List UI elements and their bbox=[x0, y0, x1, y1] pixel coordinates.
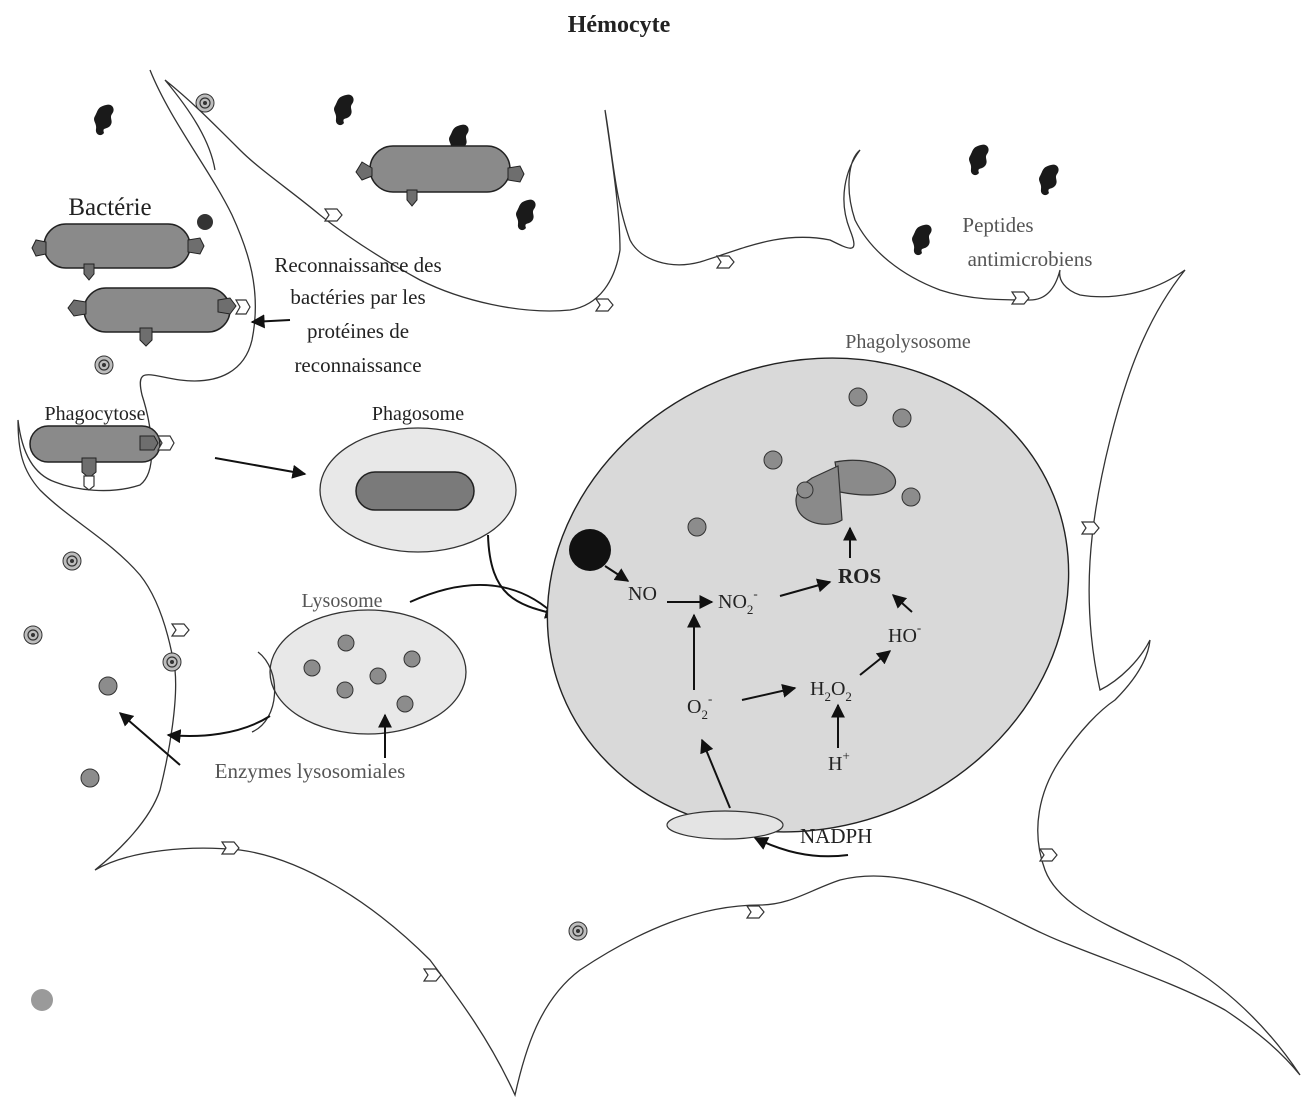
enzyme-icon bbox=[849, 388, 867, 406]
particle-icon bbox=[63, 552, 81, 570]
particle-icon bbox=[569, 922, 587, 940]
enzyme-icon bbox=[902, 488, 920, 506]
phagosome-bacterium bbox=[356, 472, 474, 510]
nadph-label: NADPH bbox=[800, 824, 872, 848]
phagocytosis-arrow bbox=[215, 458, 305, 474]
particle-icon bbox=[95, 356, 113, 374]
recognition-label-2: bactéries par les bbox=[290, 285, 425, 309]
enzyme-icon bbox=[370, 668, 386, 684]
phagocytosis-label: Phagocytose bbox=[44, 403, 145, 425]
lysosome-fusion-line bbox=[410, 585, 558, 618]
peptides-label-2: antimicrobiens bbox=[968, 247, 1093, 271]
particle-icon bbox=[196, 94, 214, 112]
peptide-icon bbox=[912, 225, 932, 255]
enzyme-icon bbox=[338, 635, 354, 651]
diagram-title: Hémocyte bbox=[568, 12, 671, 38]
membrane-receptor-icon bbox=[222, 842, 239, 854]
peptides-label-1: Peptides bbox=[962, 213, 1033, 237]
membrane-receptor-icon bbox=[747, 906, 764, 918]
enzyme-icon bbox=[404, 651, 420, 667]
enzyme-icon bbox=[99, 677, 117, 695]
enzyme-icon bbox=[81, 769, 99, 787]
enzyme-icon bbox=[337, 682, 353, 698]
recognition-label-3: protéines de bbox=[307, 319, 409, 343]
phagolysosome-label: Phagolysosome bbox=[845, 331, 971, 353]
enzyme-icon bbox=[304, 660, 320, 676]
particle-icon bbox=[197, 214, 213, 230]
phagosome-label: Phagosome bbox=[372, 403, 464, 425]
ros-label: ROS bbox=[838, 564, 881, 588]
recognition-label-1: Reconnaissance des bbox=[274, 253, 441, 277]
exocytosis-arrow bbox=[168, 716, 270, 736]
particle-icon bbox=[163, 653, 181, 671]
enzymes-label: Enzymes lysosomiales bbox=[215, 759, 406, 783]
membrane-receptor-icon bbox=[325, 209, 342, 221]
lysosome bbox=[270, 610, 466, 734]
bacterium-top bbox=[356, 146, 524, 206]
peptide-icon bbox=[94, 105, 114, 135]
enzyme-icon bbox=[764, 451, 782, 469]
membrane-receptor-icon bbox=[596, 299, 613, 311]
enzyme-icon bbox=[893, 409, 911, 427]
enzyme-icon bbox=[31, 989, 53, 1011]
membrane-receptor-icon bbox=[1012, 292, 1029, 304]
membrane-receptor-icon bbox=[717, 256, 734, 268]
bacterium-2 bbox=[68, 288, 250, 346]
nadph-oxidase bbox=[667, 811, 783, 839]
phagolysosome bbox=[475, 281, 1140, 910]
no-label: NO bbox=[628, 583, 657, 605]
enzyme-icon bbox=[688, 518, 706, 536]
bacterium-1 bbox=[32, 224, 204, 280]
no-synthase-icon bbox=[569, 529, 611, 571]
bacteria-label: Bactérie bbox=[68, 194, 151, 221]
peptide-icon bbox=[516, 200, 536, 230]
peptide-icon bbox=[334, 95, 354, 125]
enzyme-icon bbox=[397, 696, 413, 712]
membrane-receptor-icon bbox=[1082, 522, 1099, 534]
membrane-receptor-icon bbox=[172, 624, 189, 636]
ho-label: HO- bbox=[888, 620, 921, 647]
recognition-arrow bbox=[252, 320, 290, 322]
peptide-icon bbox=[1039, 165, 1059, 195]
recognition-label-4: reconnaissance bbox=[294, 353, 421, 377]
membrane-receptor-icon bbox=[1040, 849, 1057, 861]
peptide-icon bbox=[969, 145, 989, 175]
lysosome-label: Lysosome bbox=[301, 590, 382, 612]
particle-icon bbox=[24, 626, 42, 644]
